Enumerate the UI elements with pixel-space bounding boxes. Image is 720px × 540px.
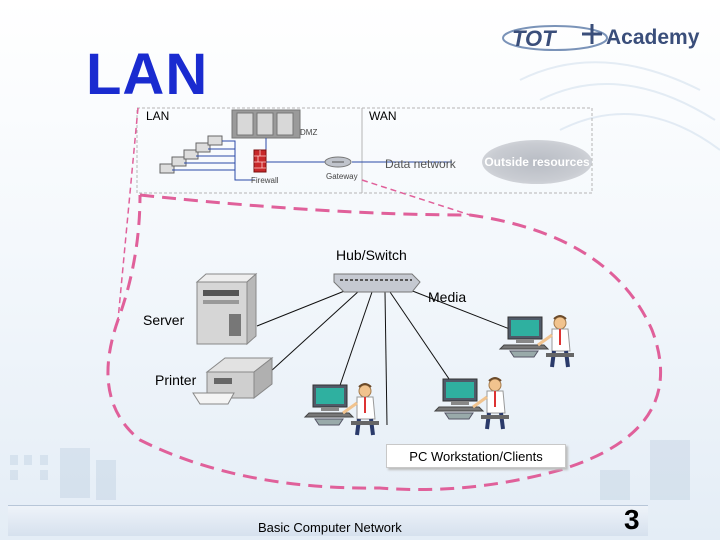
workstation-icon: [303, 382, 381, 437]
gateway-label: Gateway: [326, 172, 358, 181]
gateway-icon: [324, 156, 352, 168]
footer-bar: [8, 505, 648, 536]
page-title: LAN: [86, 42, 209, 107]
wan-box: [361, 107, 593, 194]
media-label: Media: [428, 289, 467, 305]
printer-icon: [192, 356, 274, 405]
workstation-icon: [433, 376, 511, 431]
pc-workstation-label: PC Workstation/Clients: [386, 444, 566, 468]
printer-label: Printer: [155, 372, 197, 388]
footer-text: Basic Computer Network: [258, 520, 402, 535]
wan-scope-dashed-connector: [361, 179, 471, 216]
inset-lan-label: LAN: [146, 109, 170, 123]
inset-lan-pcs-icon: [159, 135, 223, 174]
inset-links: [172, 138, 452, 181]
data-network-label: Data network: [385, 157, 456, 171]
page-number: 3: [624, 504, 640, 535]
inset-wan-label: WAN: [369, 109, 397, 123]
outside-resources-cloud: Outside resources: [482, 140, 592, 184]
logo-icon: TOT: [502, 24, 608, 51]
server-icon: [195, 272, 258, 346]
lan-scope-dashed-connector: [117, 107, 139, 321]
logo-text: Academy: [606, 26, 700, 49]
hub-switch-label: Hub/Switch: [336, 247, 407, 263]
server-label: Server: [143, 312, 185, 328]
media-links: [256, 287, 526, 426]
dmz-label: DMZ: [300, 128, 318, 137]
hub-switch-icon: [333, 273, 421, 293]
svg-text:TOT: TOT: [512, 26, 557, 51]
firewall-icon: [253, 149, 267, 173]
workstation-icon: [498, 314, 576, 369]
firewall-label: Firewall: [251, 176, 279, 185]
dmz-servers-icon: [231, 109, 301, 139]
lan-scope-dashed-loop: [106, 193, 662, 492]
